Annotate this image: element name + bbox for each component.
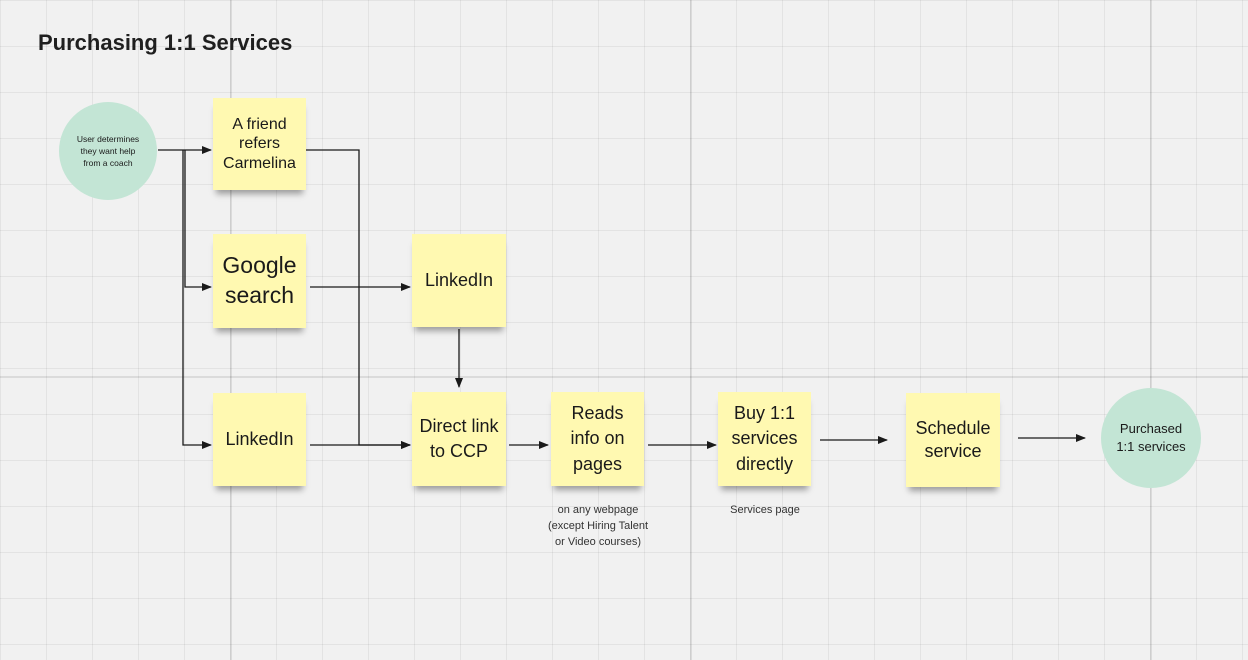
sticky-linkedin-source[interactable]: LinkedIn [213,393,306,486]
sticky-friend-refers-label: A friend refers Carmelina [223,116,296,172]
sticky-linkedin-mid[interactable]: LinkedIn [412,234,506,327]
start-node[interactable]: User determines they want help from a co… [59,102,157,200]
sticky-google-search[interactable]: Google search [213,234,306,328]
sticky-buy-services[interactable]: Buy 1:1 services directly [718,392,811,486]
sticky-reads-info-label: Reads info on pages [570,403,625,474]
sticky-direct-link[interactable]: Direct link to CCP [412,392,506,486]
sticky-schedule-service-label: Schedule service [915,417,991,461]
sticky-direct-link-label: Direct link to CCP [419,415,499,461]
page-title: Purchasing 1:1 Services [38,30,293,55]
sticky-linkedin-source-label: LinkedIn [225,428,294,449]
caption-reads-info: on any webpage (except Hiring Talent or … [547,504,649,548]
sticky-linkedin-mid-label: LinkedIn [424,269,494,290]
sticky-schedule-service[interactable]: Schedule service [906,393,1000,487]
connector-start-to-linkedin [182,150,212,449]
sticky-reads-info[interactable]: Reads info on pages [551,392,644,486]
caption-buy-services: Services page [730,504,800,516]
sticky-buy-services-label: Buy 1:1 services directly [731,403,798,474]
end-node[interactable]: Purchased 1:1 services [1101,388,1201,488]
connector-start-to-google [184,150,212,291]
connector-friend-to-direct [306,149,411,449]
end-node-label: Purchased 1:1 services [1116,420,1186,454]
sticky-google-search-label: Google search [222,252,297,308]
start-node-label: User determines they want help from a co… [76,133,140,169]
sticky-friend-refers[interactable]: A friend refers Carmelina [213,98,306,190]
